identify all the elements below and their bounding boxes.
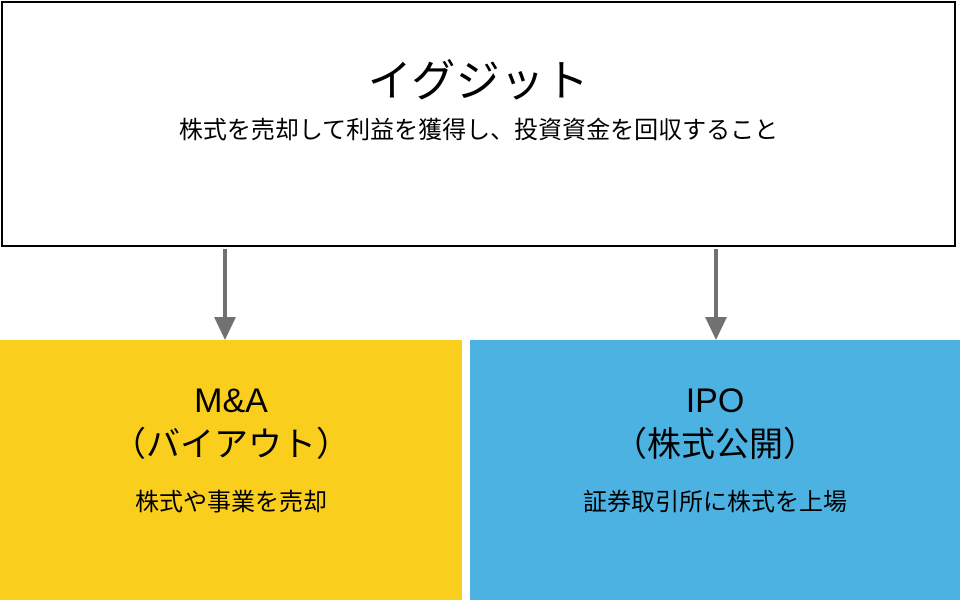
root-subtitle: 株式を売却して利益を獲得し、投資資金を回収すること [178,117,779,145]
root-concept-box: イグジット 株式を売却して利益を獲得し、投資資金を回収すること [1,1,956,247]
arrow-to-ipo-icon [701,249,731,341]
arrow-to-ma-icon [210,249,240,341]
child-box-ma: M&A （バイアウト） 株式や事業を売却 [0,340,462,600]
child-description-ipo: 証券取引所に株式を上場 [583,489,847,517]
child-heading-ipo: IPO （株式公開） [613,382,817,464]
child-box-ipo: IPO （株式公開） 証券取引所に株式を上場 [470,340,960,600]
child-heading-ma: M&A （バイアウト） [112,382,350,464]
root-title: イグジット [367,57,590,106]
child-description-ma: 株式や事業を売却 [135,489,327,517]
